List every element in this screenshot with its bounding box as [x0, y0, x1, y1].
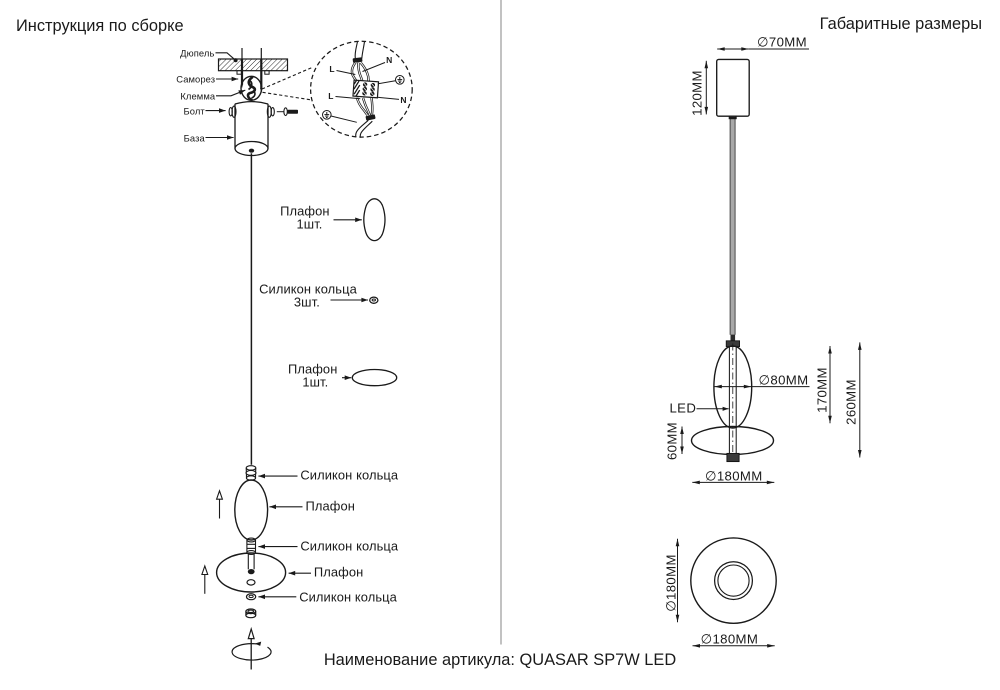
rotation-arrow [231, 626, 272, 670]
led-tube [728, 343, 737, 462]
clip-right [264, 70, 270, 75]
stack-label-ring-3: Силикон кольца [299, 589, 397, 605]
label-dowel: Дюпель [180, 46, 215, 58]
dim-text-shade-height: 170MM [814, 367, 830, 414]
clip-left [236, 70, 242, 75]
stack-label-ring-2: Силикон кольца [300, 538, 399, 554]
wires-top [350, 61, 370, 83]
disc-shade-side-view [351, 368, 398, 387]
dim-text-bottom-horizontal: ∅180MM [700, 631, 759, 647]
cable-exit-dot [248, 148, 255, 153]
tube-end-dot [247, 569, 255, 575]
dim-text-disc-height: 60MM [663, 421, 679, 460]
wire-knot [246, 76, 257, 102]
label-terminal: Клемма [180, 89, 216, 101]
article-name: Наименование артикула: QUASAR SP7W LED [323, 650, 677, 669]
pendant-cable [728, 116, 737, 335]
label-neutral-2: N [400, 94, 407, 105]
callout-shade-name: Плафон [280, 203, 330, 219]
right-panel-title: Габаритные размеры [819, 14, 982, 33]
callout-parts [351, 198, 398, 387]
wire-label-leaders [330, 62, 400, 123]
canopy-outline [716, 58, 750, 117]
neck-ring [246, 537, 257, 555]
dim-text-canopy-diameter: ∅70MM [757, 34, 807, 50]
terminal-block [352, 79, 380, 99]
silicone-ring [369, 296, 379, 304]
label-bolt: Болт [183, 104, 205, 116]
dim-text-shade-diameter: ∅80MM [758, 372, 809, 388]
wiring-detail [309, 40, 413, 138]
side-bolts [228, 105, 298, 118]
stack-leaders [258, 473, 311, 600]
disc-shade [215, 552, 287, 593]
callout-disc-qty: 1шт. [302, 374, 329, 390]
assembly-drawing [201, 40, 413, 670]
bottom-cap [726, 452, 740, 463]
callout-ring-name: Силикон кольца [259, 281, 357, 297]
callout-ring-qty: 3шт. [293, 294, 320, 310]
label-screw: Саморез [176, 73, 216, 85]
callout-leaders [330, 217, 369, 381]
dim-text-disc-diameter: ∅180MM [705, 468, 763, 484]
dim-text-total-height: 260MM [843, 379, 859, 426]
led-label: LED [669, 400, 697, 416]
terminal-cover [240, 75, 263, 102]
ceiling-hatch [217, 58, 289, 72]
stack-label-ring-1: Силикон кольца [300, 467, 399, 483]
label-base: База [183, 131, 205, 143]
dim-text-bottom-vertical: ∅180MM [662, 554, 678, 612]
detail-circle [309, 40, 413, 138]
label-live-2: L [328, 90, 334, 101]
screws [240, 48, 263, 93]
shade-body [234, 479, 269, 541]
shade-side-view [363, 198, 386, 242]
end-nut [245, 608, 257, 619]
wires-bottom [355, 97, 374, 116]
bottom-view [690, 537, 777, 624]
stack-label-disc: Плафон [313, 564, 364, 580]
callout-shade-qty: 1шт. [296, 216, 323, 232]
left-panel-title: Инструкция по сборке [16, 16, 184, 35]
silicone-ring-stack [245, 465, 257, 481]
label-neutral-1: N [386, 54, 393, 65]
mount-leaders [205, 52, 246, 140]
exploded-stack [215, 465, 287, 619]
dim-text-canopy-height: 120MM [688, 69, 704, 116]
canopy [234, 100, 269, 157]
dimension-drawing [675, 47, 862, 648]
direction-arrows [201, 489, 224, 594]
disc-hole [246, 579, 256, 586]
ground-icon [395, 75, 405, 85]
stack-label-shade: Плафон [305, 498, 355, 514]
ground-icon [322, 110, 332, 120]
callout-disc-name: Плафон [287, 361, 338, 377]
label-live-1: L [329, 63, 335, 74]
